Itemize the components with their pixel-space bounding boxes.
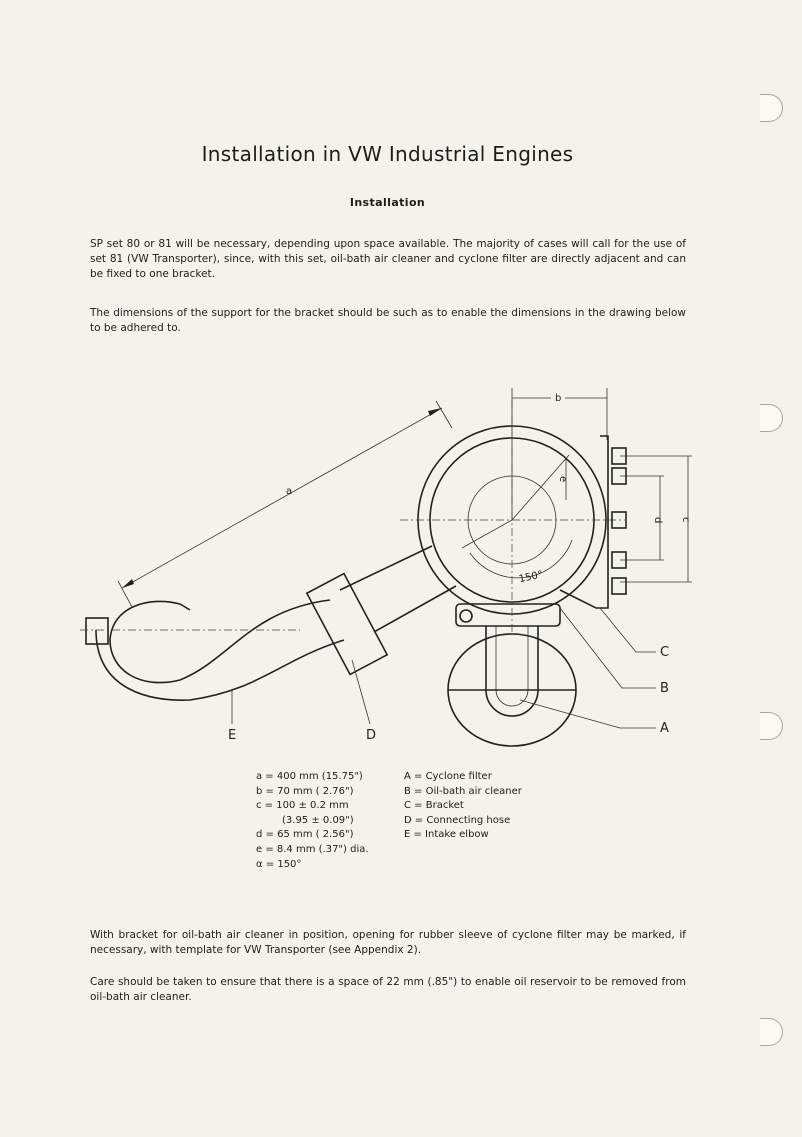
section-heading: Installation bbox=[349, 196, 426, 209]
dimension-alpha: α = 150° bbox=[256, 858, 302, 870]
connecting-hose bbox=[339, 545, 457, 633]
dimension-label-b: b bbox=[555, 393, 561, 404]
hose-clamp bbox=[305, 572, 389, 676]
clamp-screw bbox=[459, 609, 473, 623]
dimension-c-inches: (3.95 ± 0.09") bbox=[282, 814, 354, 826]
angle-arc bbox=[469, 539, 573, 579]
dimension-a: a = 400 mm (15.75") bbox=[256, 771, 363, 782]
arrowhead bbox=[428, 408, 442, 416]
binder-hole bbox=[760, 94, 783, 122]
leader-line-A bbox=[519, 699, 656, 729]
leader-line-B bbox=[559, 607, 656, 689]
bolt bbox=[611, 467, 627, 485]
dimension-label-a: a bbox=[286, 486, 292, 497]
dimension-e: e = 8.4 mm (.37") dia. bbox=[256, 843, 369, 855]
dimension-legend: a = 400 mm (15.75") b = 70 mm ( 2.76") c… bbox=[256, 770, 369, 872]
leader-line-D bbox=[351, 659, 371, 725]
bolt bbox=[611, 577, 627, 595]
binder-hole bbox=[760, 712, 783, 740]
cyclone-inlet bbox=[485, 626, 539, 717]
cyclone-inlet-inner bbox=[495, 626, 529, 707]
paragraph-clearance: Care should be taken to ensure that ther… bbox=[90, 976, 686, 1003]
dimension-c: c = 100 ± 0.2 mm bbox=[256, 800, 349, 812]
callout-B: B bbox=[660, 681, 669, 696]
leader-line-C bbox=[599, 607, 656, 653]
paragraph-bracket-position: With bracket for oil-bath air cleaner in… bbox=[90, 929, 686, 956]
elbow-mouth bbox=[109, 600, 191, 641]
parts-legend: A = Cyclone filter B = Oil-bath air clea… bbox=[404, 770, 522, 843]
part-D: D = Connecting hose bbox=[404, 814, 511, 826]
callout-D: D bbox=[366, 728, 376, 743]
bracket bbox=[559, 435, 609, 609]
dimension-label-d: d bbox=[652, 517, 663, 523]
extension-line bbox=[117, 580, 133, 608]
paragraph-support-dimensions: The dimensions of the support for the br… bbox=[90, 307, 686, 334]
angle-line bbox=[511, 454, 570, 521]
cyclone-clamp bbox=[455, 603, 561, 627]
intake-elbow bbox=[95, 599, 345, 701]
dimension-b: b = 70 mm ( 2.76") bbox=[256, 785, 354, 797]
dimension-label-c: c bbox=[680, 517, 691, 523]
bolt bbox=[611, 551, 627, 569]
angle-line bbox=[461, 519, 513, 549]
dimension-label-e: e bbox=[557, 476, 568, 482]
callout-C: C bbox=[660, 645, 669, 660]
callout-A: A bbox=[660, 721, 669, 736]
bolt bbox=[611, 447, 627, 465]
dimension-d: d = 65 mm ( 2.56") bbox=[256, 829, 354, 841]
part-B: B = Oil-bath air cleaner bbox=[404, 785, 522, 797]
dimension-line-a bbox=[121, 407, 443, 589]
paragraph-sp-set: SP set 80 or 81 will be necessary, depen… bbox=[90, 238, 686, 280]
part-A: A = Cyclone filter bbox=[404, 771, 492, 782]
binder-hole bbox=[760, 404, 783, 432]
label-mask bbox=[551, 390, 565, 404]
bolt bbox=[611, 511, 627, 529]
part-C: C = Bracket bbox=[404, 800, 464, 812]
page-title: Installation in VW Industrial Engines bbox=[201, 142, 574, 166]
elbow-clamp bbox=[85, 617, 109, 645]
part-E: E = Intake elbow bbox=[404, 829, 489, 841]
arrowhead bbox=[122, 579, 134, 588]
binder-hole bbox=[760, 1018, 783, 1046]
angle-label: 150° bbox=[518, 569, 544, 585]
callout-E: E bbox=[228, 728, 236, 743]
extension-line bbox=[435, 400, 453, 429]
